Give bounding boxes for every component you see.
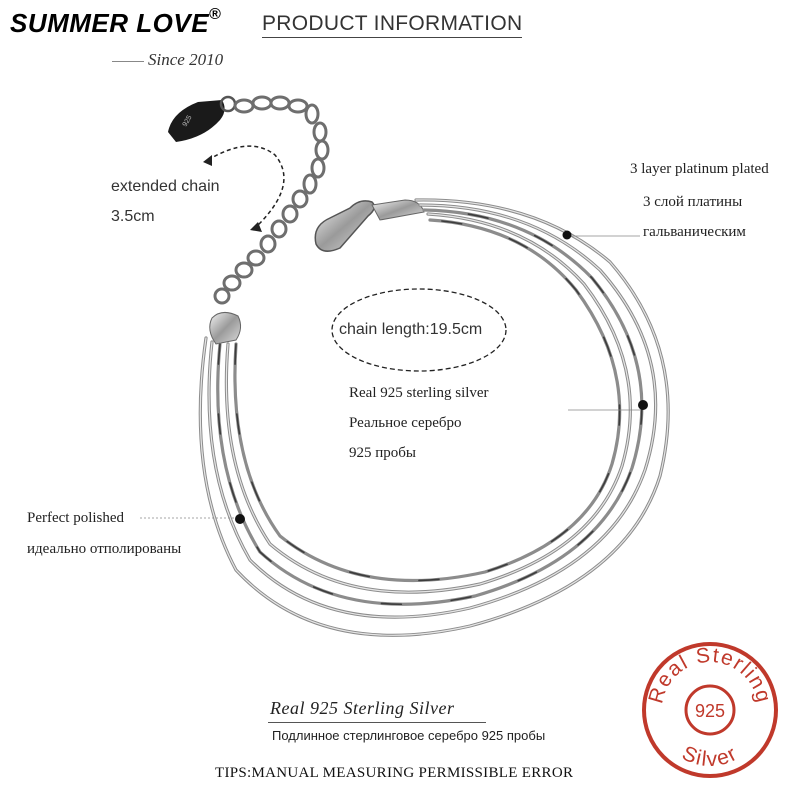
real-925-caption: Real 925 Sterling Silver — [270, 698, 455, 718]
extended-chain-label: extended chain — [111, 178, 220, 195]
extension-chain-icon — [213, 95, 330, 305]
measurement-tip: TIPS:MANUAL MEASURING PERMISSIBLE ERROR — [215, 765, 574, 781]
polished-label-ru: идеально отполированы — [27, 541, 182, 557]
silver-label-ru-1: Реальное серебро — [349, 415, 462, 431]
svg-text:925: 925 — [182, 114, 194, 128]
stamp-top-text: Real Sterling — [644, 644, 775, 706]
since-divider — [112, 61, 144, 62]
stamp-inner-ring — [684, 684, 736, 736]
plating-label-ru-2: гальваническим — [643, 224, 746, 240]
bracelet-strands — [198, 198, 670, 637]
registered-mark: ® — [209, 6, 222, 23]
callout-plating — [562, 230, 640, 240]
plating-label-ru-1: 3 слой платины — [643, 194, 743, 210]
brand-logo: SUMMER LOVE® — [10, 6, 222, 39]
callout-silver — [568, 400, 648, 411]
arrow-head-left-icon — [203, 155, 212, 166]
polished-label-en: Perfect polished — [27, 510, 125, 526]
product-info-heading: PRODUCT INFORMATION — [262, 12, 523, 38]
chain-length-ellipse — [331, 288, 507, 372]
silver-label-ru-2: 925 пробы — [349, 445, 416, 461]
arrow-head-down-icon — [250, 222, 262, 232]
stamp-bottom-text: Silver — [679, 742, 742, 772]
caption-divider — [268, 722, 486, 723]
silver-label-en: Real 925 sterling silver — [349, 385, 489, 401]
extended-chain-length: 3.5cm — [111, 208, 155, 225]
since-tagline: Since 2010 — [148, 50, 224, 69]
plating-label-en: 3 layer platinum plated — [630, 161, 769, 177]
tag-pendant-icon: 925 — [168, 95, 237, 142]
lobster-clasp-icon — [314, 199, 425, 252]
sterling-silver-stamp: Real Sterling 925 Silver — [642, 642, 778, 778]
stamp-number: 925 — [695, 701, 725, 721]
extended-chain-arrow-icon — [207, 145, 285, 229]
brand-name: SUMMER LOVE — [10, 8, 210, 38]
chain-length-label: chain length:19.5cm — [339, 321, 483, 338]
callout-polished — [140, 514, 245, 524]
authentic-silver-ru: Подлинное стерлинговое серебро 925 пробы — [272, 728, 546, 743]
stamp-outer-ring — [642, 642, 778, 778]
